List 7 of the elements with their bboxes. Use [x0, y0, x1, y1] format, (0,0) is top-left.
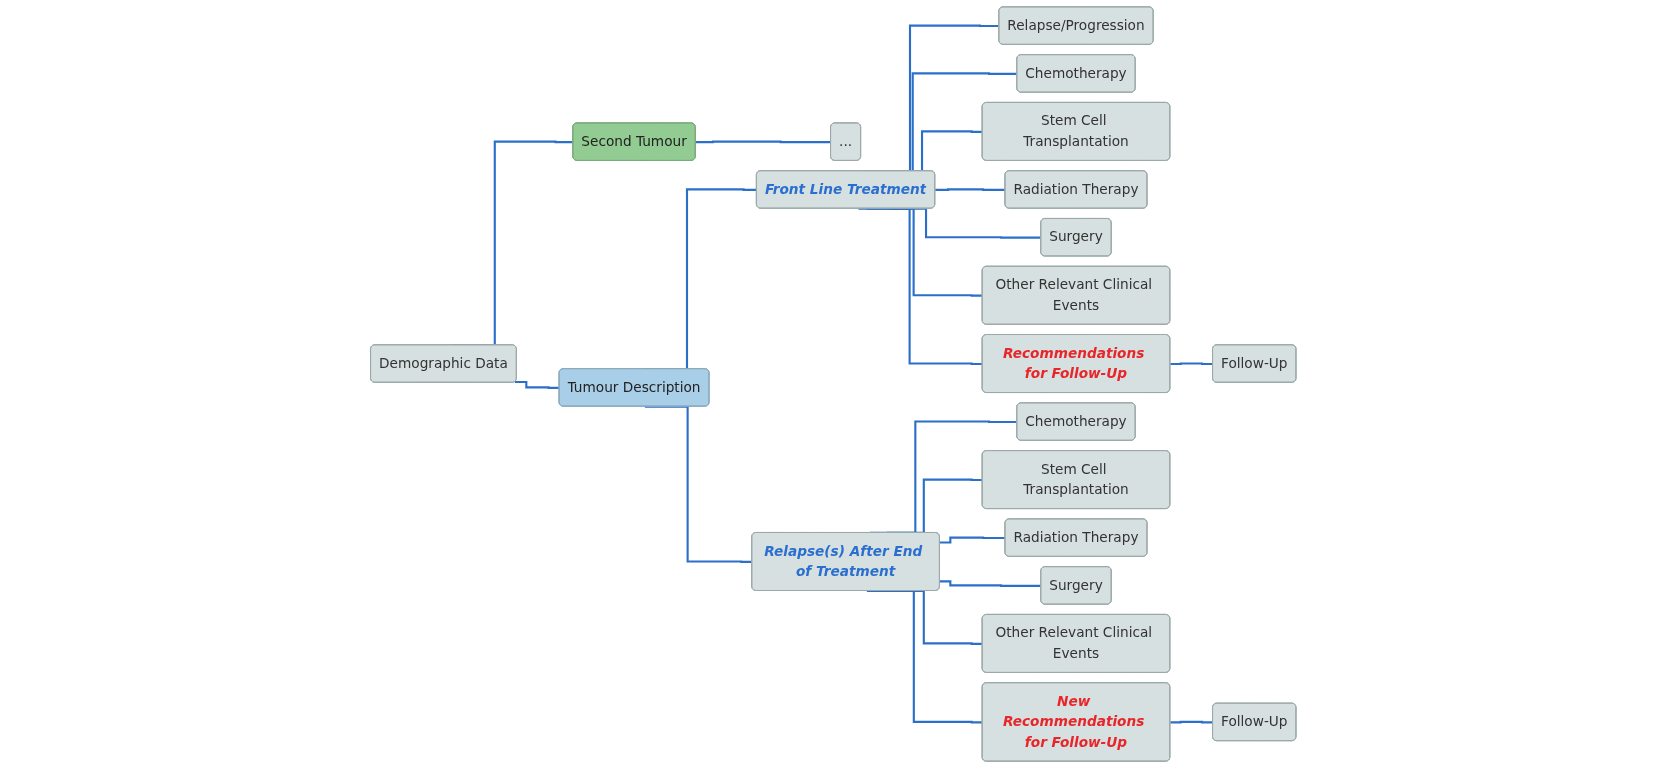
connector	[939, 580, 1041, 587]
connector	[1170, 362, 1213, 365]
connector	[514, 380, 560, 389]
connector	[1170, 720, 1213, 724]
connector	[939, 536, 1006, 544]
connector	[695, 140, 831, 144]
connector	[934, 188, 1006, 191]
